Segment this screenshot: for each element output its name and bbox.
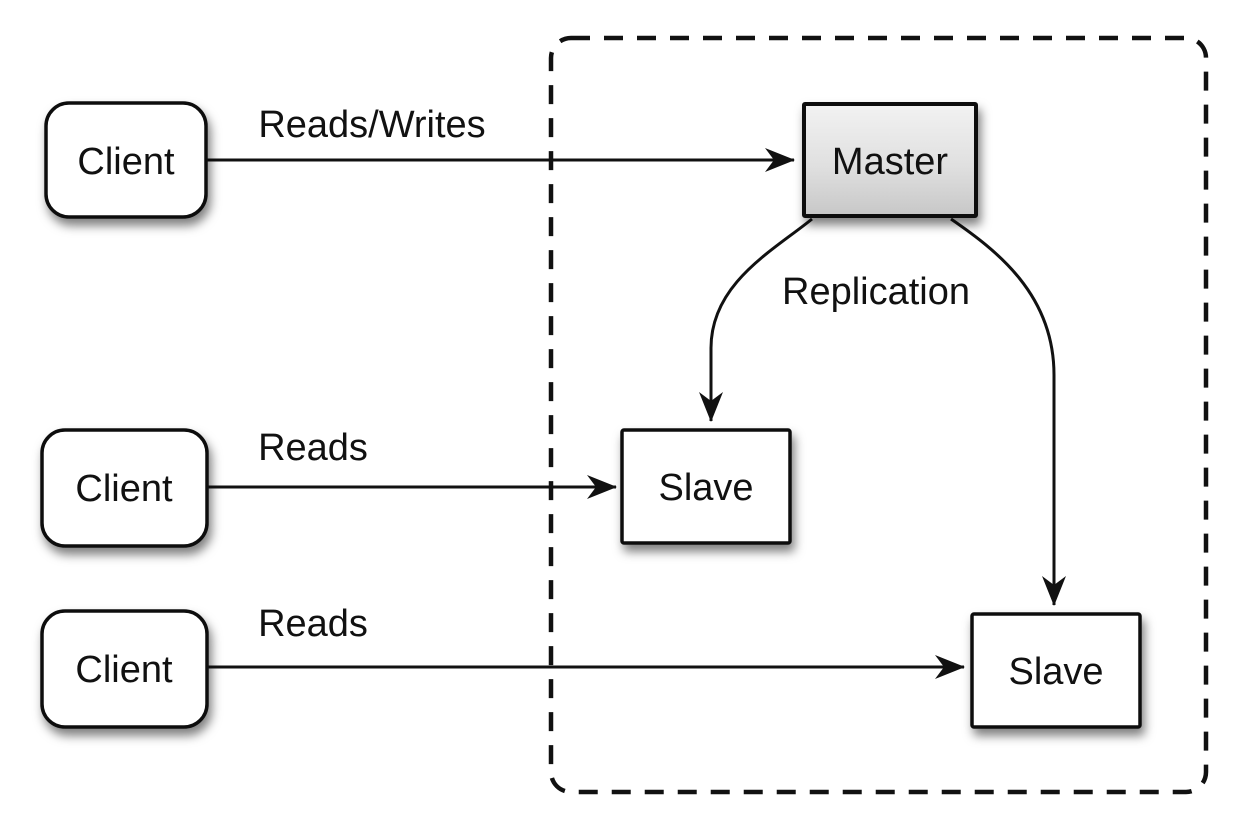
client-1-box — [44, 101, 208, 219]
slave-1-box — [620, 428, 792, 545]
edge-master-to-slave1-replication-curve — [699, 217, 813, 422]
client-3-box — [40, 609, 209, 729]
slave-1-label: Slave — [658, 467, 753, 509]
edge-label-reads-writes: Reads/Writes — [258, 104, 485, 146]
client-1-label: Client — [77, 141, 175, 183]
node-client-2: Client — [40, 428, 209, 548]
replication-cluster-boundary — [548, 35, 1209, 795]
master-label: Master — [832, 141, 948, 183]
slave-2-box — [970, 612, 1142, 729]
node-client-3: Client — [40, 609, 209, 729]
node-client-1: Client — [44, 101, 208, 219]
node-slave-1: Slave — [620, 428, 792, 545]
slave-2-label: Slave — [1008, 651, 1103, 693]
client-2-label: Client — [75, 468, 173, 510]
node-master: Master — [802, 102, 978, 218]
node-slave-2: Slave — [970, 612, 1142, 729]
master-box — [802, 102, 978, 218]
edge-label-reads-slave1: Reads — [258, 427, 368, 469]
edge-label-reads-slave2: Reads — [258, 603, 368, 645]
client-2-box — [40, 428, 209, 548]
edge-master-to-slave2-replication-curve — [950, 217, 1066, 606]
edge-label-replication: Replication — [782, 271, 970, 313]
client-3-label: Client — [75, 649, 173, 691]
